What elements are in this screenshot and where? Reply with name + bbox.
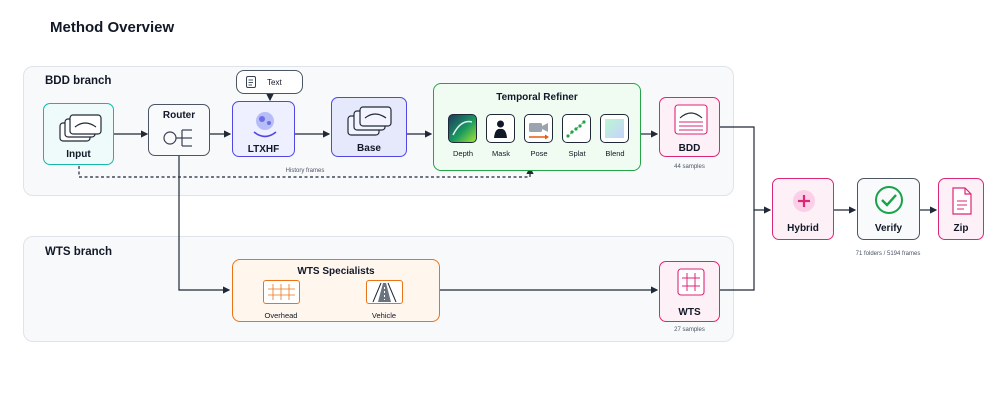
ltxhf-node: LTXHF — [232, 101, 295, 157]
wts-specialists-title: WTS Specialists — [297, 266, 375, 277]
zip-node: Zip — [938, 178, 984, 240]
text-node: Text — [236, 70, 303, 94]
frames-stack-icon — [346, 105, 394, 142]
input-node: Input — [43, 103, 114, 165]
pose-label: Pose — [530, 149, 548, 158]
overhead-grid-icon — [263, 280, 300, 304]
zip-label: Zip — [953, 223, 969, 234]
bdd-node: BDD — [659, 97, 720, 157]
wts-specialists-group: WTS Specialists Overhead Vehicle — [232, 259, 440, 322]
blend-icon — [600, 114, 629, 143]
plus-icon — [792, 189, 816, 218]
diagram-title: Method Overview — [50, 19, 175, 36]
edge-history-frames — [78, 166, 534, 178]
overhead-label: Overhead — [264, 311, 298, 320]
router-icon — [162, 127, 198, 154]
hybrid-label: Hybrid — [787, 223, 819, 234]
splat-icon — [562, 114, 591, 143]
history-frames-label: History frames — [285, 168, 325, 174]
vehicle-road-icon — [366, 280, 403, 304]
dataset-icon — [674, 104, 708, 141]
text-node-label: Text — [267, 78, 282, 87]
edge-bdd-hybrid — [720, 126, 772, 214]
blend-label: Blend — [605, 149, 625, 158]
wts-label: WTS — [678, 307, 701, 318]
splat-label: Splat — [568, 149, 586, 158]
base-label: Base — [357, 143, 381, 154]
temporal-refiner-group: Temporal Refiner Depth Mask Pose Splat B… — [433, 83, 641, 171]
mask-label: Mask — [492, 149, 510, 158]
camera-pose-icon — [524, 114, 553, 143]
router-label: Router — [162, 110, 196, 121]
frames-stack-icon — [58, 113, 104, 148]
grid-icon — [677, 268, 705, 301]
verify-caption: 71 folders / 5194 frames — [855, 251, 921, 257]
edge-router-wts-specialists — [178, 156, 231, 294]
ltxhf-label: LTXHF — [247, 144, 280, 155]
wts-caption: 27 samples — [674, 327, 705, 333]
bdd-label: BDD — [678, 143, 701, 154]
file-icon — [951, 187, 973, 220]
bdd-branch-label: BDD branch — [45, 75, 112, 87]
verify-node: Verify — [857, 178, 920, 240]
verify-label: Verify — [874, 223, 903, 234]
input-label: Input — [66, 149, 91, 160]
hybrid-node: Hybrid — [772, 178, 834, 240]
bdd-caption: 44 samples — [674, 164, 705, 170]
check-circle-icon — [874, 185, 904, 220]
wts-branch-label: WTS branch — [45, 246, 113, 258]
depth-label: Depth — [452, 149, 473, 158]
wts-node: WTS — [659, 261, 720, 322]
edge-wts-hybrid — [720, 210, 755, 291]
model-icon — [249, 108, 281, 145]
depth-icon — [448, 114, 477, 143]
vehicle-label: Vehicle — [371, 311, 397, 320]
base-node: Base — [331, 97, 407, 157]
person-mask-icon — [486, 114, 515, 143]
document-icon — [246, 76, 256, 88]
temporal-refiner-title: Temporal Refiner — [496, 92, 578, 103]
router-node: Router — [148, 104, 210, 156]
